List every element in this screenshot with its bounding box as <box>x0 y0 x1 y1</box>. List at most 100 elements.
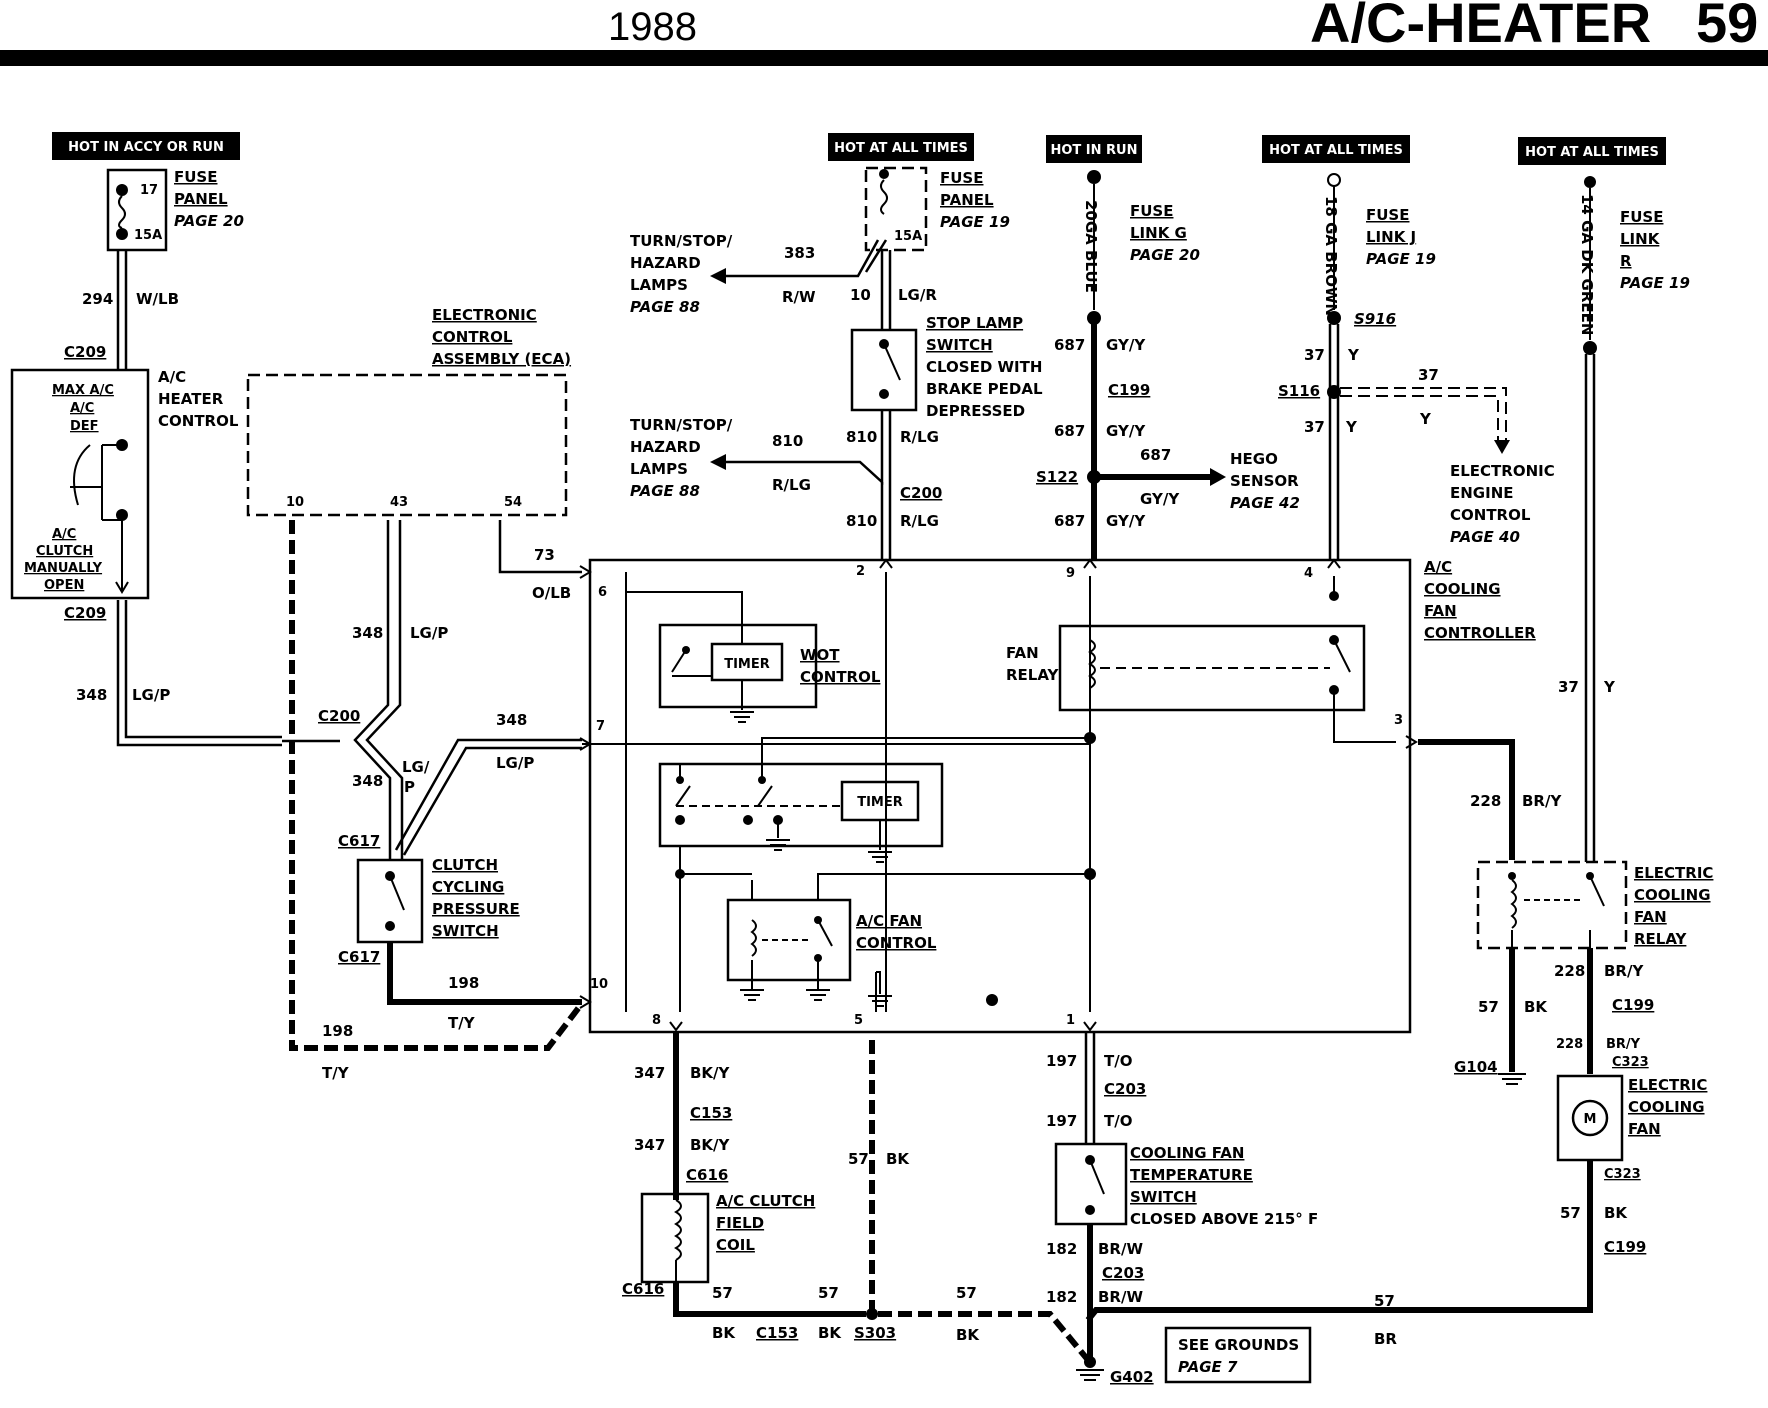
svg-text:Y: Y <box>1345 418 1358 436</box>
svg-text:294: 294 <box>82 290 113 308</box>
svg-text:DEF: DEF <box>70 419 99 434</box>
ac-clutch-field-coil: A/C CLUTCH FIELD COIL <box>640 1192 815 1284</box>
svg-text:LINK J: LINK J <box>1366 228 1416 246</box>
svg-text:S916: S916 <box>1354 310 1396 328</box>
svg-text:LG/P: LG/P <box>410 624 448 642</box>
svg-text:HOT AT ALL TIMES: HOT AT ALL TIMES <box>834 141 968 156</box>
svg-text:CONTROL: CONTROL <box>1450 506 1531 524</box>
svg-text:SENSOR: SENSOR <box>1230 472 1299 490</box>
svg-text:20GA BLUE: 20GA BLUE <box>1082 200 1100 293</box>
svg-text:9: 9 <box>1066 566 1075 581</box>
svg-text:FUSE: FUSE <box>174 168 217 186</box>
svg-text:SWITCH: SWITCH <box>926 336 993 354</box>
svg-text:348: 348 <box>496 711 527 729</box>
svg-text:PAGE 20: PAGE 20 <box>1130 246 1200 264</box>
svg-text:228: 228 <box>1554 962 1585 980</box>
svg-text:73: 73 <box>534 546 555 564</box>
svg-text:182: 182 <box>1046 1240 1077 1258</box>
tag-hot-accy-run: HOT IN ACCY OR RUN <box>52 132 240 160</box>
svg-text:687: 687 <box>1054 512 1085 530</box>
svg-text:10: 10 <box>590 977 608 992</box>
header-rule <box>0 50 1768 66</box>
svg-text:54: 54 <box>504 495 522 510</box>
svg-text:BK: BK <box>956 1326 980 1344</box>
svg-text:37: 37 <box>1304 346 1325 364</box>
svg-text:HOT AT ALL TIMES: HOT AT ALL TIMES <box>1525 145 1659 160</box>
svg-text:LAMPS: LAMPS <box>630 460 688 478</box>
svg-text:LG/P: LG/P <box>496 754 534 772</box>
svg-text:SEE GROUNDS: SEE GROUNDS <box>1178 1336 1299 1354</box>
svg-text:810: 810 <box>846 428 877 446</box>
svg-text:228: 228 <box>1470 792 1501 810</box>
svg-text:COIL: COIL <box>716 1236 755 1254</box>
svg-text:ELECTRIC: ELECTRIC <box>1628 1076 1707 1094</box>
svg-text:BR: BR <box>1374 1330 1397 1348</box>
svg-text:43: 43 <box>390 495 408 510</box>
svg-text:A/C CLUTCH: A/C CLUTCH <box>716 1192 815 1210</box>
svg-text:BK: BK <box>712 1324 736 1342</box>
svg-text:R: R <box>1620 252 1632 270</box>
svg-text:PAGE 19: PAGE 19 <box>940 213 1010 231</box>
ac-cooling-fan-controller: A/C COOLING FAN CONTROLLER 2 9 4 6 7 3 1… <box>582 558 1536 1034</box>
svg-text:ELECTRONIC: ELECTRONIC <box>432 306 537 324</box>
svg-text:687: 687 <box>1140 446 1171 464</box>
svg-text:LINK: LINK <box>1620 230 1661 248</box>
svg-text:228: 228 <box>1556 1037 1583 1052</box>
svg-text:COOLING: COOLING <box>1628 1098 1705 1116</box>
svg-text:C323: C323 <box>1612 1055 1649 1070</box>
svg-text:C617: C617 <box>338 948 380 966</box>
svg-text:RELAY: RELAY <box>1634 930 1688 948</box>
svg-text:BRAKE PEDAL: BRAKE PEDAL <box>926 380 1043 398</box>
svg-text:WOT: WOT <box>800 646 840 664</box>
svg-text:T/Y: T/Y <box>322 1064 350 1082</box>
svg-text:182: 182 <box>1046 1288 1077 1306</box>
svg-text:HEGO: HEGO <box>1230 450 1278 468</box>
svg-text:687: 687 <box>1054 422 1085 440</box>
svg-text:PRESSURE: PRESSURE <box>432 900 520 918</box>
svg-text:GY/Y: GY/Y <box>1106 336 1146 354</box>
svg-text:C616: C616 <box>686 1166 728 1184</box>
svg-text:57: 57 <box>1560 1204 1581 1222</box>
svg-text:57: 57 <box>848 1150 869 1168</box>
svg-text:A/C FAN: A/C FAN <box>856 912 922 930</box>
svg-text:348: 348 <box>352 772 383 790</box>
svg-text:HOT AT ALL TIMES: HOT AT ALL TIMES <box>1269 143 1403 158</box>
svg-text:ELECTRONIC: ELECTRONIC <box>1450 462 1555 480</box>
svg-text:FUSE: FUSE <box>1130 202 1173 220</box>
fuse-panel-left: 17 15A FUSE PANEL PAGE 20 <box>106 168 244 252</box>
svg-text:R/LG: R/LG <box>900 428 939 446</box>
svg-text:FAN: FAN <box>1628 1120 1661 1138</box>
svg-text:3: 3 <box>1394 713 1403 728</box>
svg-text:C199: C199 <box>1612 996 1654 1014</box>
svg-text:C153: C153 <box>690 1104 732 1122</box>
svg-text:37: 37 <box>1304 418 1325 436</box>
svg-text:57: 57 <box>818 1284 839 1302</box>
svg-text:37: 37 <box>1418 366 1439 384</box>
svg-text:2: 2 <box>856 564 865 579</box>
svg-text:R/LG: R/LG <box>772 476 811 494</box>
svg-text:CLOSED WITH: CLOSED WITH <box>926 358 1042 376</box>
svg-text:FAN: FAN <box>1006 644 1039 662</box>
svg-text:O/LB: O/LB <box>532 584 571 602</box>
svg-text:HAZARD: HAZARD <box>630 254 701 272</box>
svg-text:10: 10 <box>850 286 871 304</box>
svg-text:C323: C323 <box>1604 1167 1641 1182</box>
svg-text:BK/Y: BK/Y <box>690 1064 731 1082</box>
svg-text:CLUTCH: CLUTCH <box>432 856 498 874</box>
svg-text:RELAY: RELAY <box>1006 666 1060 684</box>
see-grounds-note: SEE GROUNDS PAGE 7 <box>1164 1326 1312 1384</box>
svg-text:1: 1 <box>1066 1013 1075 1028</box>
svg-text:Y: Y <box>1603 678 1616 696</box>
svg-text:CONTROL: CONTROL <box>432 328 513 346</box>
svg-text:S116: S116 <box>1278 382 1320 400</box>
tag-hot-in-run: HOT IN RUN <box>1046 135 1142 163</box>
svg-text:GY/Y: GY/Y <box>1140 490 1180 508</box>
svg-text:ELECTRIC: ELECTRIC <box>1634 864 1713 882</box>
svg-text:PANEL: PANEL <box>174 190 228 208</box>
svg-text:7: 7 <box>596 719 605 734</box>
svg-text:COOLING: COOLING <box>1634 886 1711 904</box>
svg-text:C203: C203 <box>1104 1080 1146 1098</box>
svg-text:SWITCH: SWITCH <box>1130 1188 1197 1206</box>
